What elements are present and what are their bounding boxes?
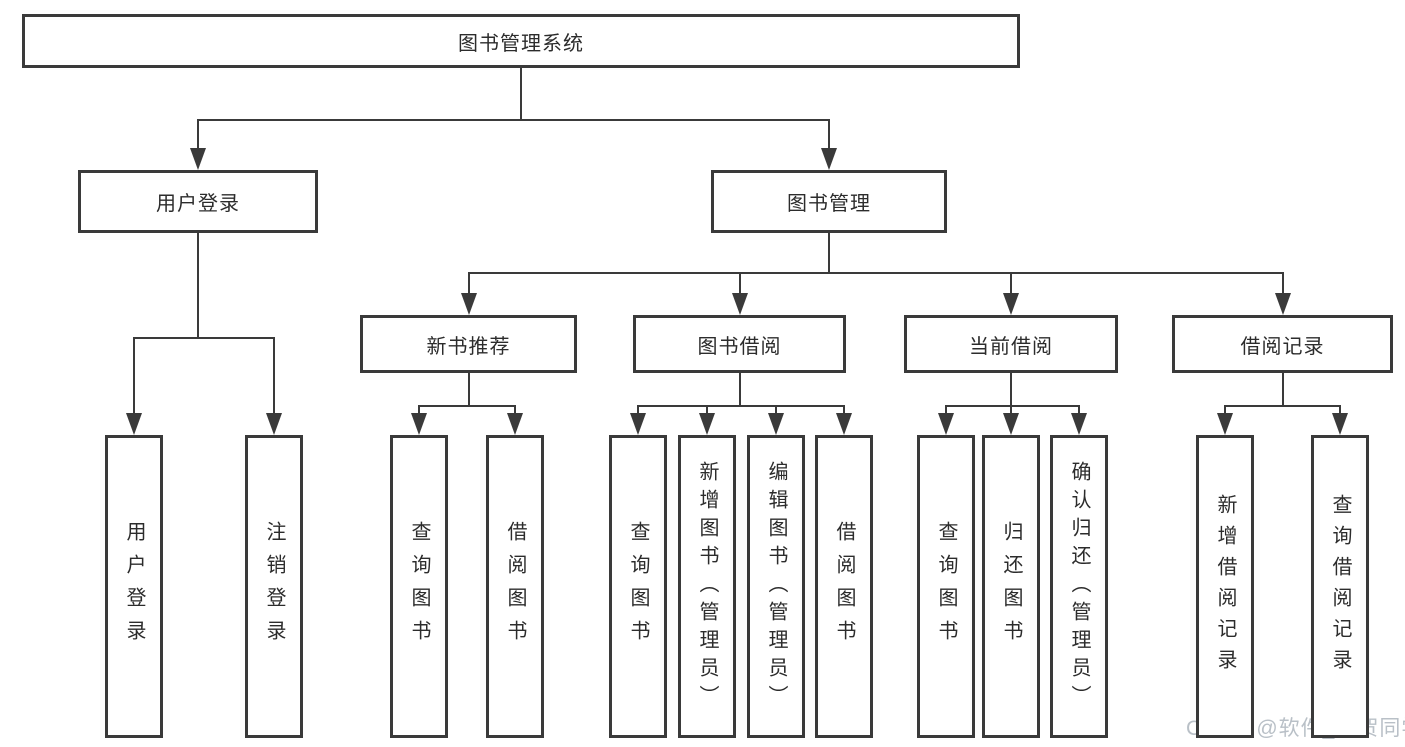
connector-line [133, 337, 275, 339]
arrow-down-icon [190, 148, 206, 170]
node-login: 用户登录 [105, 435, 163, 738]
connector-line [514, 405, 516, 419]
connector-line [1282, 272, 1284, 299]
node-root: 图书管理系统 [22, 14, 1020, 68]
connector-line [739, 272, 741, 299]
connector-line [828, 233, 830, 274]
connector-line [637, 405, 845, 407]
connector-line [1010, 272, 1012, 299]
connector-line [637, 405, 639, 419]
connector-line [418, 405, 420, 419]
connector-line [197, 233, 199, 339]
node-label: 确认归还（管理员） [1068, 460, 1090, 713]
node-label: 借阅图书 [504, 520, 526, 653]
node-label: 借阅图书 [833, 520, 855, 653]
node-confirm-return-admin: 确认归还（管理员） [1050, 435, 1108, 738]
node-add-borrow-record: 新增借阅记录 [1196, 435, 1254, 738]
connector-line [468, 272, 470, 299]
node-label: 编辑图书（管理员） [765, 460, 787, 713]
node-new-book-rec: 新书推荐 [360, 315, 577, 373]
connector-line [739, 373, 741, 407]
connector-line [1339, 405, 1341, 419]
arrow-down-icon [1332, 413, 1348, 435]
arrow-down-icon [1003, 413, 1019, 435]
node-borrow-books: 借阅图书 [815, 435, 873, 738]
node-label: 图书管理系统 [458, 32, 584, 55]
node-book-mgmt: 图书管理 [711, 170, 947, 233]
arrow-down-icon [507, 413, 523, 435]
node-label: 用户登录 [156, 193, 240, 215]
connector-line [828, 119, 830, 154]
node-label: 查询借阅记录 [1329, 493, 1351, 680]
arrow-down-icon [461, 293, 477, 315]
connector-line [520, 68, 522, 121]
node-label: 图书借阅 [697, 335, 782, 358]
arrow-down-icon [699, 413, 715, 435]
node-logout: 注销登录 [245, 435, 303, 738]
connector-line [197, 119, 830, 121]
connector-line [1282, 373, 1284, 407]
node-user-login: 用户登录 [78, 170, 318, 233]
connector-line [468, 373, 470, 407]
arrow-down-icon [1003, 293, 1019, 315]
node-current-borrow: 当前借阅 [904, 315, 1118, 373]
node-label: 用户登录 [123, 520, 145, 653]
connector-line [1010, 405, 1012, 419]
connector-line [1078, 405, 1080, 419]
node-label: 图书管理 [787, 193, 871, 215]
connector-line [1224, 405, 1341, 407]
node-label: 新增图书（管理员） [696, 460, 718, 713]
node-query-books-current: 查询图书 [917, 435, 975, 738]
connector-line [197, 119, 199, 154]
arrow-down-icon [1217, 413, 1233, 435]
node-label: 归还图书 [1000, 520, 1022, 653]
node-query-borrow-record: 查询借阅记录 [1311, 435, 1369, 738]
connector-line [706, 405, 708, 419]
node-label: 查询图书 [408, 520, 430, 653]
arrow-down-icon [768, 413, 784, 435]
node-label: 注销登录 [263, 520, 285, 653]
node-book-borrow: 图书借阅 [633, 315, 846, 373]
connector-line [273, 337, 275, 419]
connector-line [1224, 405, 1226, 419]
connector-line [468, 272, 1284, 274]
arrow-down-icon [836, 413, 852, 435]
arrow-down-icon [821, 148, 837, 170]
node-add-books-admin: 新增图书（管理员） [678, 435, 736, 738]
node-borrow-records: 借阅记录 [1172, 315, 1393, 373]
node-label: 新书推荐 [426, 335, 511, 358]
node-return-books: 归还图书 [982, 435, 1040, 738]
arrow-down-icon [938, 413, 954, 435]
node-label: 查询图书 [935, 520, 957, 653]
connector-line [418, 405, 516, 407]
node-query-books-new: 查询图书 [390, 435, 448, 738]
arrow-down-icon [732, 293, 748, 315]
node-edit-books-admin: 编辑图书（管理员） [747, 435, 805, 738]
arrow-down-icon [1275, 293, 1291, 315]
connector-line [843, 405, 845, 419]
connector-line [945, 405, 1080, 407]
arrow-down-icon [630, 413, 646, 435]
node-label: 借阅记录 [1240, 335, 1325, 358]
node-label: 查询图书 [627, 520, 649, 653]
connector-line [945, 405, 947, 419]
arrow-down-icon [266, 413, 282, 435]
node-label: 当前借阅 [969, 335, 1053, 358]
arrow-down-icon [126, 413, 142, 435]
node-label: 新增借阅记录 [1214, 493, 1236, 680]
arrow-down-icon [1071, 413, 1087, 435]
node-borrow-books-new: 借阅图书 [486, 435, 544, 738]
node-query-books-borrow: 查询图书 [609, 435, 667, 738]
connector-line [1010, 373, 1012, 407]
connector-line [775, 405, 777, 419]
arrow-down-icon [411, 413, 427, 435]
connector-line [133, 337, 135, 419]
